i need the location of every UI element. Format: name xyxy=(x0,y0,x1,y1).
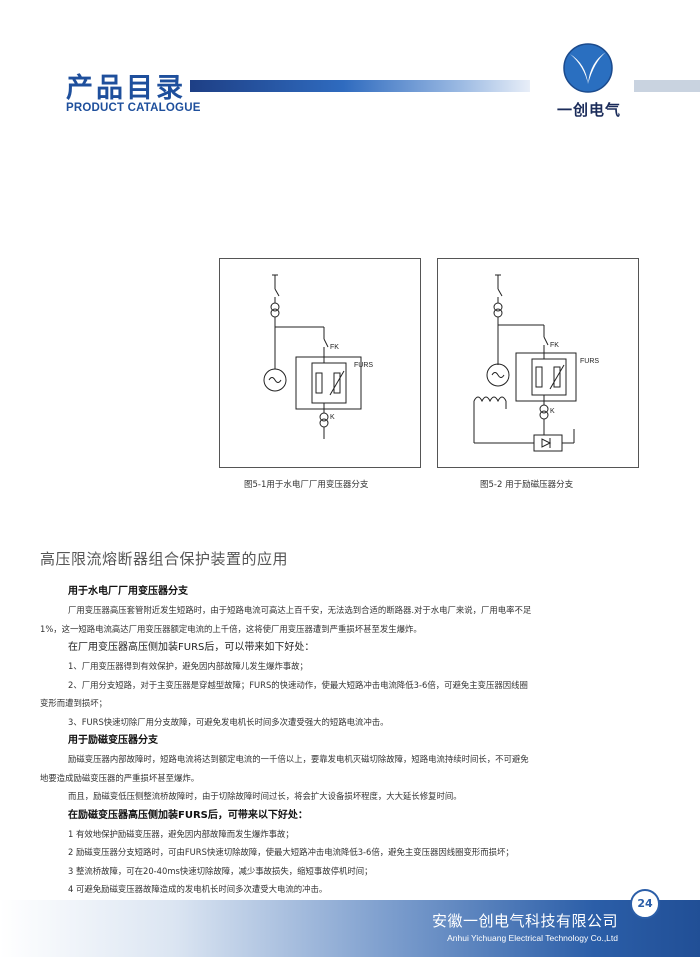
header-bar-right xyxy=(634,80,700,92)
furs-label-2: FURS xyxy=(580,358,599,365)
list-item: 3、FURS快速切除厂用分支故障，可避免发电机长时间多次遭受强大的短路电流冲击。 xyxy=(68,716,389,727)
figure-2-diagram: FK FURS K xyxy=(437,258,639,468)
figure-1-caption: 图5-1用于水电厂厂用变压器分支 xyxy=(244,480,369,490)
k-label-1: K xyxy=(330,414,335,421)
benefit-lead: 在厂用变压器高压侧加装FURS后，可以带来如下好处： xyxy=(68,642,315,653)
fk-label-2: FK xyxy=(550,342,559,349)
section-title: 高压限流熔断器组合保护装置的应用 xyxy=(40,550,289,568)
circuit-diagram-2: FK FURS K xyxy=(473,274,599,452)
paragraph-line: 地要造成励磁变压器的严重损坏甚至爆炸。 xyxy=(40,772,200,783)
list-item: 2 励磁变压器分支短路时，可由FURS快速切除故障，使最大短路冲击电流降低3-6… xyxy=(68,847,514,857)
paragraph-line: 1%，这一短路电流高达厂用变压器额定电流的上千倍，这将使厂用变压器遭到严重损坏甚… xyxy=(40,623,422,634)
section-body: 用于水电厂厂用变压器分支 厂用变压器高压套管附近发生短路时，由于短路电流可高达上… xyxy=(40,582,660,899)
footer-band xyxy=(0,900,700,957)
fk-label-1: FK xyxy=(330,344,339,351)
figure-1-diagram: FK FURS K xyxy=(219,258,421,468)
circuit-diagram-1: FK FURS K xyxy=(263,274,373,439)
paragraph-line: 励磁变压器内部故障时，短路电流将达到额定电流的一千倍以上，要靠发电机灭磁切除故障… xyxy=(68,754,529,764)
list-item-continued: 变形而遭到损坏； xyxy=(40,698,107,708)
company-name-en: Anhui Yichuang Electrical Technology Co.… xyxy=(447,933,618,943)
paragraph-line: 而且，励磁变低压侧整流桥故障时，由于切除故障时间过长，将会扩大设备损坏程度，大大… xyxy=(68,791,462,801)
paragraph-line: 厂用变压器高压套管附近发生短路时，由于短路电流可高达上百千安，无法选到合适的断路… xyxy=(68,605,532,615)
company-name-cn: 安徽一创电气科技有限公司 xyxy=(431,912,618,930)
subheading-power-plant: 用于水电厂厂用变压器分支 xyxy=(68,586,188,597)
list-item: 4 可避免励磁变压器故障造成的发电机长时间多次遭受大电流的冲击。 xyxy=(68,884,328,894)
furs-label-1: FURS xyxy=(354,362,373,369)
company-logo xyxy=(548,38,628,118)
list-item: 1 有效地保护励磁变压器，避免因内部故障而发生爆炸事故； xyxy=(68,828,294,839)
catalogue-title: 产品目录 xyxy=(66,73,186,104)
benefit-lead-bold: 在励磁变压器高压侧加装FURS后，可带来以下好处： xyxy=(68,809,308,821)
page-number: 24 xyxy=(630,889,660,919)
figure-2-caption: 图5-2 用于励磁压器分支 xyxy=(480,480,574,490)
subheading-excitation: 用于励磁变压器分支 xyxy=(68,735,158,746)
header-bar xyxy=(190,80,530,92)
logo-emblem-icon xyxy=(563,43,613,93)
list-item: 1、厂用变压器得到有效保护，避免因内部故障儿发生爆炸事故； xyxy=(68,661,308,671)
list-item: 2、厂用分支短路，对于主变压器是穿越型故障；FURS的快速动作，使最大短路冲击电… xyxy=(68,679,528,690)
k-label-2: K xyxy=(550,408,555,415)
catalogue-subtitle: PRODUCT CATALOGUE xyxy=(66,102,201,114)
logo-wordmark: 一创电气 xyxy=(556,101,621,119)
list-item: 3 整流桥故障，可在20-40ms快速切除故障，减少事故损失，缩短事故停机时间； xyxy=(68,865,373,876)
